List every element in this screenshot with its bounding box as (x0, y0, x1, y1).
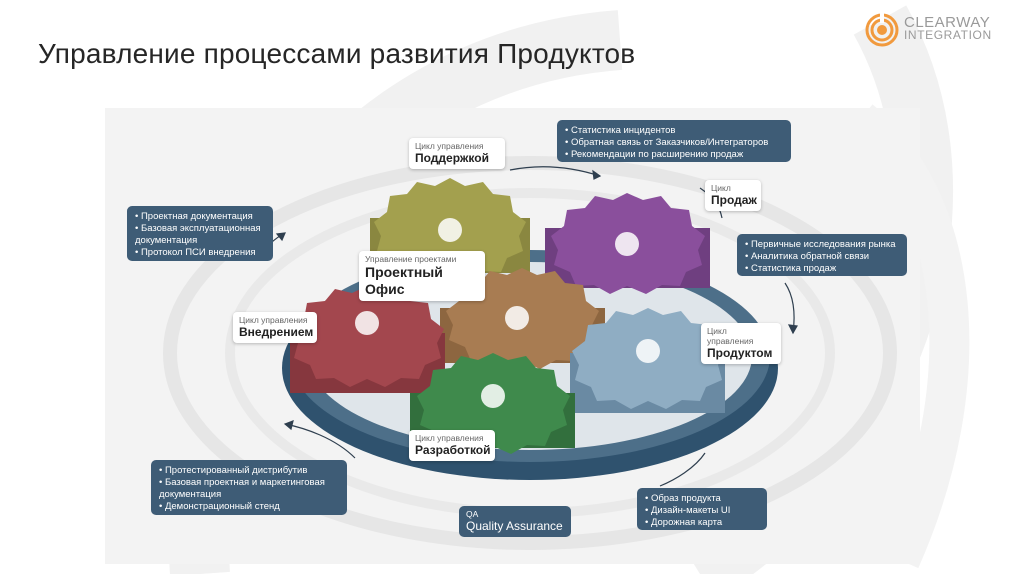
logo-line2: INTEGRATION (904, 28, 992, 42)
gear-sales (545, 193, 710, 294)
tag-product: Цикл управления Продуктом (701, 323, 781, 364)
tag-product-big: Продуктом (707, 346, 773, 360)
info-box-left: Проектная документация Базовая эксплуата… (127, 206, 273, 261)
company-logo: CLEARWAY INTEGRATION (864, 10, 1014, 52)
info-box-bottom-left: Протестированный дистрибутив Базовая про… (151, 460, 347, 515)
gear-implementation (290, 286, 445, 393)
diagram-graphic (105, 108, 920, 564)
tag-development: Цикл управления Разработкой (409, 430, 495, 461)
info-item: Базовая проектная и маркетинговая докуме… (159, 477, 339, 501)
tag-sales: Цикл Продаж (705, 180, 761, 211)
tag-sales-big: Продаж (711, 193, 757, 207)
info-box-right: Первичные исследования рынка Аналитика о… (737, 234, 907, 276)
logo-line1: CLEARWAY (904, 14, 991, 31)
process-diagram: Статистика инцидентов Обратная связь от … (105, 108, 920, 564)
info-item: Аналитика обратной связи (745, 251, 899, 263)
info-item: Рекомендации по расширению продаж (565, 149, 783, 161)
info-item: Статистика инцидентов (565, 125, 783, 137)
info-item: Базовая эксплуатационная документация (135, 223, 265, 247)
info-item: Проектная документация (135, 211, 265, 223)
info-item: Обратная связь от Заказчиков/Интеграторо… (565, 137, 783, 149)
tag-support-small: Цикл управления (415, 141, 484, 151)
tag-project-office: Управление проектами Проектный Офис (359, 251, 485, 301)
tag-center-big: Проектный Офис (365, 264, 443, 297)
info-item: Первичные исследования рынка (745, 239, 899, 251)
info-box-bottom-right: Образ продукта Дизайн-макеты UI Дорожная… (637, 488, 767, 530)
outer-ring (163, 156, 897, 550)
gear-product (570, 308, 725, 413)
tag-qa-big: Quality Assurance (466, 519, 563, 533)
info-item: Дизайн-макеты UI (645, 505, 759, 517)
tag-qa-small: QA (466, 509, 479, 519)
tag-qa: QA Quality Assurance (459, 506, 571, 537)
info-item: Образ продукта (645, 493, 759, 505)
info-item: Протестированный дистрибутив (159, 465, 339, 477)
tag-implementation-big: Внедрением (239, 325, 314, 339)
tag-development-small: Цикл управления (415, 433, 484, 443)
tag-implementation-small: Цикл управления (239, 315, 308, 325)
tag-support: Цикл управления Поддержкой (409, 138, 505, 169)
tag-sales-small: Цикл (711, 183, 731, 193)
tag-development-big: Разработкой (415, 443, 491, 457)
tag-product-small: Цикл управления (707, 326, 754, 346)
logo-icon (865, 13, 899, 47)
info-box-top: Статистика инцидентов Обратная связь от … (557, 120, 791, 162)
tag-implementation: Цикл управления Внедрением (233, 312, 317, 343)
info-item: Протокол ПСИ внедрения (135, 247, 265, 259)
info-item: Демонстрационный стенд (159, 501, 339, 513)
slide-title: Управление процессами развития Продуктов (38, 38, 636, 69)
info-item: Дорожная карта (645, 517, 759, 529)
tag-center-small: Управление проектами (365, 254, 457, 264)
info-item: Статистика продаж (745, 263, 899, 275)
tag-support-big: Поддержкой (415, 151, 489, 165)
